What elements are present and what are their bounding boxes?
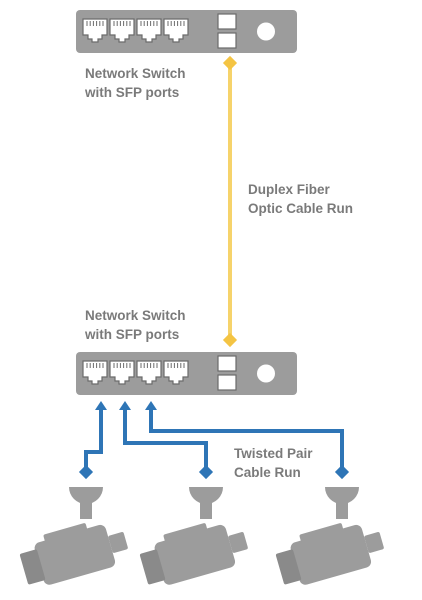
rj45-port xyxy=(82,360,108,385)
fiber-connector-top xyxy=(222,55,238,71)
camera-mount xyxy=(69,487,103,504)
rj45-port xyxy=(109,360,135,385)
rj45-port xyxy=(163,18,189,43)
rj45-port xyxy=(163,360,189,385)
fiber-cable-run xyxy=(222,55,238,348)
network-switch-icon xyxy=(76,352,297,395)
camera-mount xyxy=(189,487,223,504)
cable-connector-camera-1 xyxy=(78,464,94,480)
security-camera-icon xyxy=(139,487,248,585)
top-switch-label: Network Switch with SFP ports xyxy=(85,66,186,100)
twisted-pair-cable-camera-2 xyxy=(123,406,208,472)
fiber-connector-bottom xyxy=(222,332,238,348)
security-camera-icon xyxy=(275,487,384,585)
network-switch-icon xyxy=(76,10,297,53)
rj45-port xyxy=(109,18,135,43)
twisted-pair-cable-camera-3 xyxy=(149,406,344,472)
twisted-pair-label: Twisted Pair Cable Run xyxy=(234,446,313,480)
fiber-run-label: Duplex Fiber Optic Cable Run xyxy=(248,182,354,216)
camera-mount xyxy=(325,487,359,504)
twisted-pair-cable-runs xyxy=(78,401,350,480)
cable-arrow-1 xyxy=(95,401,107,410)
cable-connector-camera-3 xyxy=(334,464,350,480)
bottom-switch-label: Network Switch with SFP ports xyxy=(85,308,186,342)
twisted-pair-cable-camera-1 xyxy=(84,406,103,472)
cable-connector-camera-2 xyxy=(198,464,214,480)
rj45-port xyxy=(136,18,162,43)
rj45-port xyxy=(82,18,108,43)
security-camera-icon xyxy=(19,487,128,585)
rj45-port xyxy=(136,360,162,385)
cable-arrow-2 xyxy=(119,401,131,410)
cable-arrow-3 xyxy=(145,401,157,410)
